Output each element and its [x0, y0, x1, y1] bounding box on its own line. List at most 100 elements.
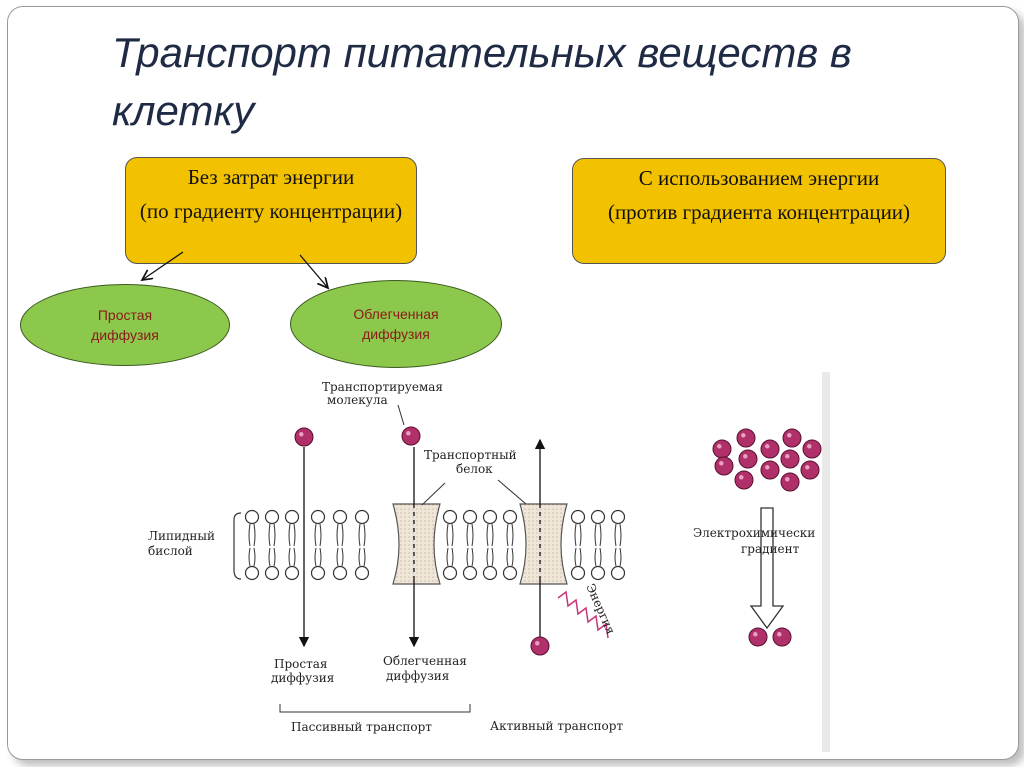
lipid-head-bottom	[442, 565, 458, 581]
lipid-tail	[471, 547, 474, 567]
molecule-bottom-right	[772, 627, 792, 647]
facilitated-diffusion-oval-label: Облегченная диффузия	[353, 306, 439, 342]
lipid-head-bottom	[332, 565, 348, 581]
lipid-tail	[253, 523, 256, 547]
passive-transport-bracket	[279, 704, 471, 713]
transported-molecules	[294, 426, 550, 656]
with-energy-box: С использованием энергии (против градиен…	[572, 158, 946, 264]
lipid-tail	[446, 547, 449, 567]
molecule-pointer	[397, 404, 405, 426]
lipid-tail	[273, 547, 276, 567]
lipid-tail	[341, 547, 344, 567]
lipid-head-top	[462, 509, 478, 525]
lipid-tail	[506, 547, 509, 567]
lipid-head-top	[244, 509, 260, 525]
active-transport-label: Активный транспорт	[490, 719, 623, 733]
lipid-tail	[614, 547, 617, 567]
energy-zigzag	[557, 590, 609, 639]
lipid-tail	[511, 523, 514, 547]
molecule-cluster-item	[714, 456, 734, 476]
lipid-head-bottom	[482, 565, 498, 581]
lipid-molecule	[570, 509, 586, 581]
lipid-molecule	[442, 509, 458, 581]
no-energy-box: Без затрат энергии (по градиенту концент…	[125, 157, 417, 264]
lipid-tail	[594, 547, 597, 567]
lipid-head-top	[570, 509, 586, 525]
no-energy-subtitle: (по градиенту концентрации)	[139, 199, 403, 223]
molecule-highlight	[741, 433, 746, 438]
lipid-tail	[594, 523, 597, 547]
molecule-cluster-item	[780, 472, 800, 492]
molecule-bottom-left	[748, 627, 768, 647]
molecule-cluster-item	[736, 428, 756, 448]
lipid-molecule	[502, 509, 518, 581]
molecule-cluster-item	[760, 460, 780, 480]
molecule-facilitated	[401, 426, 421, 446]
molecule-highlight	[717, 444, 722, 449]
lipid-tail	[614, 523, 617, 547]
lipid-head-top	[264, 509, 280, 525]
lipid-tail	[288, 523, 291, 547]
lipid-tail	[466, 523, 469, 547]
lipid-molecule	[354, 509, 370, 581]
protein-pointer-left	[421, 482, 446, 506]
lipid-molecule	[244, 509, 260, 581]
lipid-tail	[511, 547, 514, 567]
molecule-label-1: Транспортируемая	[322, 380, 443, 394]
lipid-head-top	[310, 509, 326, 525]
molecule-highlight	[765, 465, 770, 470]
with-energy-title: С использованием энергии	[638, 166, 880, 190]
lipid-head-bottom	[502, 565, 518, 581]
molecule-highlight	[299, 432, 304, 437]
lipid-tail	[248, 547, 251, 567]
lipid-tail	[268, 547, 271, 567]
arrow-to-facilitated-diffusion	[299, 254, 328, 288]
lipid-head-bottom	[354, 565, 370, 581]
gradient-label-2: градиент	[741, 542, 800, 556]
molecule-highlight	[777, 632, 782, 637]
lipid-head-top	[502, 509, 518, 525]
lipid-tail	[574, 523, 577, 547]
arrow-to-simple-diffusion	[142, 251, 184, 280]
lipid-tail	[446, 523, 449, 547]
passive-transport-label: Пассивный транспорт	[291, 720, 432, 734]
lipid-tail	[599, 523, 602, 547]
lipid-tail	[268, 523, 271, 547]
bilayer-label-2: бислой	[148, 544, 193, 558]
lipid-tail	[319, 547, 322, 567]
lipid-tail	[451, 523, 454, 547]
lipid-head-bottom	[610, 565, 626, 581]
lipid-molecule	[332, 509, 348, 581]
molecule-highlight	[753, 632, 758, 637]
molecule-highlight	[765, 444, 770, 449]
molecule-highlight	[719, 461, 724, 466]
lipid-tail	[619, 523, 622, 547]
figure-edge-shade	[822, 372, 830, 752]
slide-title: Транспорт питательных веществ в клетку	[112, 29, 852, 134]
lipid-molecule	[284, 509, 300, 581]
simple-diffusion-oval: Простая диффузия	[20, 284, 230, 366]
lipid-head-bottom	[284, 565, 300, 581]
protein-pointer-right	[497, 479, 527, 505]
lipid-bilayer	[244, 509, 626, 581]
lipid-tail	[319, 523, 322, 547]
facilitated-diffusion-label-1: Облегченная	[383, 654, 467, 668]
simple-diffusion-oval-label: Простая диффузия	[91, 307, 159, 343]
molecule-active	[530, 636, 550, 656]
lipid-tail	[248, 523, 251, 547]
lipid-tail	[293, 547, 296, 567]
protein-label-2: белок	[456, 462, 493, 476]
lipid-molecule	[590, 509, 606, 581]
molecule-highlight	[743, 454, 748, 459]
lipid-tail	[341, 523, 344, 547]
lipid-tail	[358, 523, 361, 547]
lipid-molecule	[610, 509, 626, 581]
lipid-tail	[486, 547, 489, 567]
lipid-tail	[314, 547, 317, 567]
facilitated-diffusion-label-2: диффузия	[386, 669, 449, 683]
lipid-tail	[579, 547, 582, 567]
lipid-head-bottom	[590, 565, 606, 581]
bilayer-bracket	[233, 512, 242, 580]
